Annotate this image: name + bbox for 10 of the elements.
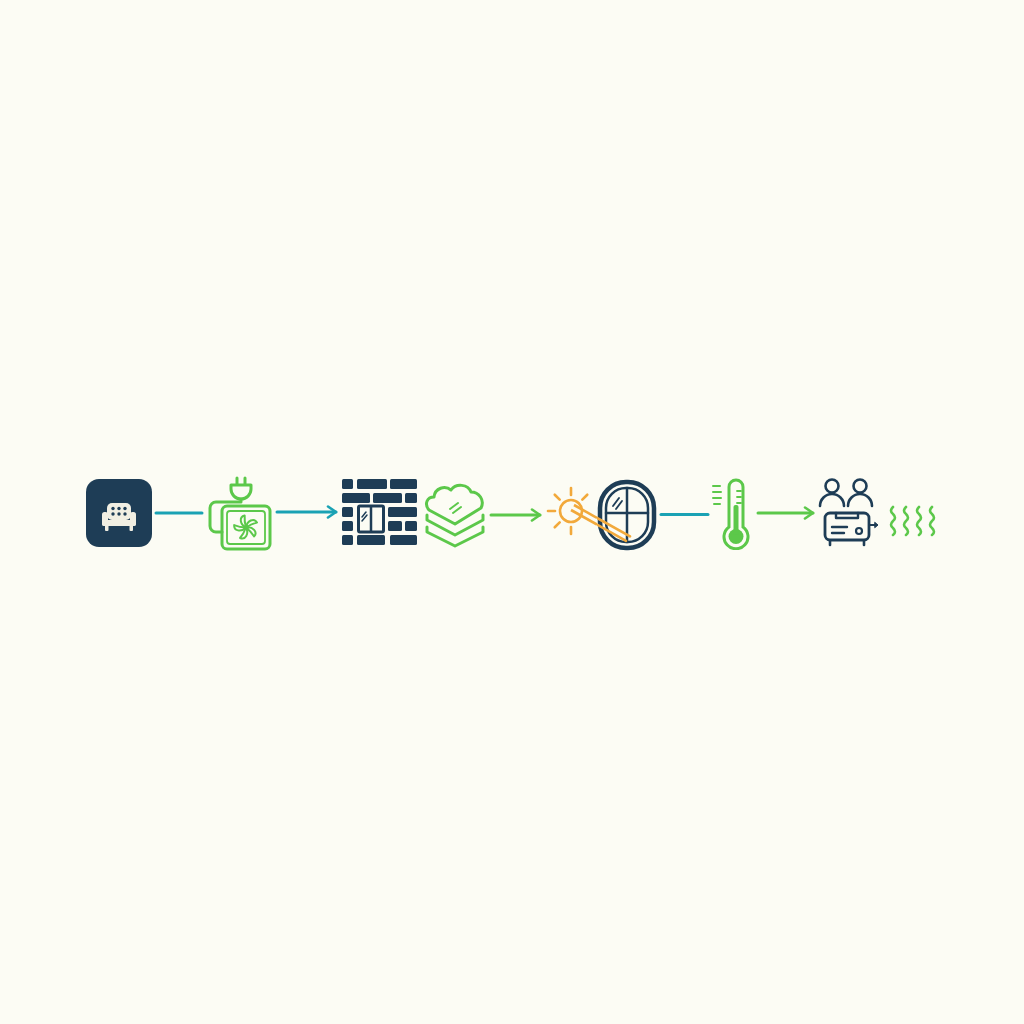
arrow xyxy=(275,505,338,519)
brick-wall-window-icon xyxy=(340,476,419,548)
plug-fan-icon xyxy=(206,476,273,551)
arrow xyxy=(489,508,542,522)
arrow xyxy=(756,506,815,520)
connector-line xyxy=(154,511,204,515)
connector-line xyxy=(659,513,710,516)
sofa-icon xyxy=(86,479,152,547)
window-icon xyxy=(597,479,657,551)
cloud-layers-icon xyxy=(423,482,487,548)
